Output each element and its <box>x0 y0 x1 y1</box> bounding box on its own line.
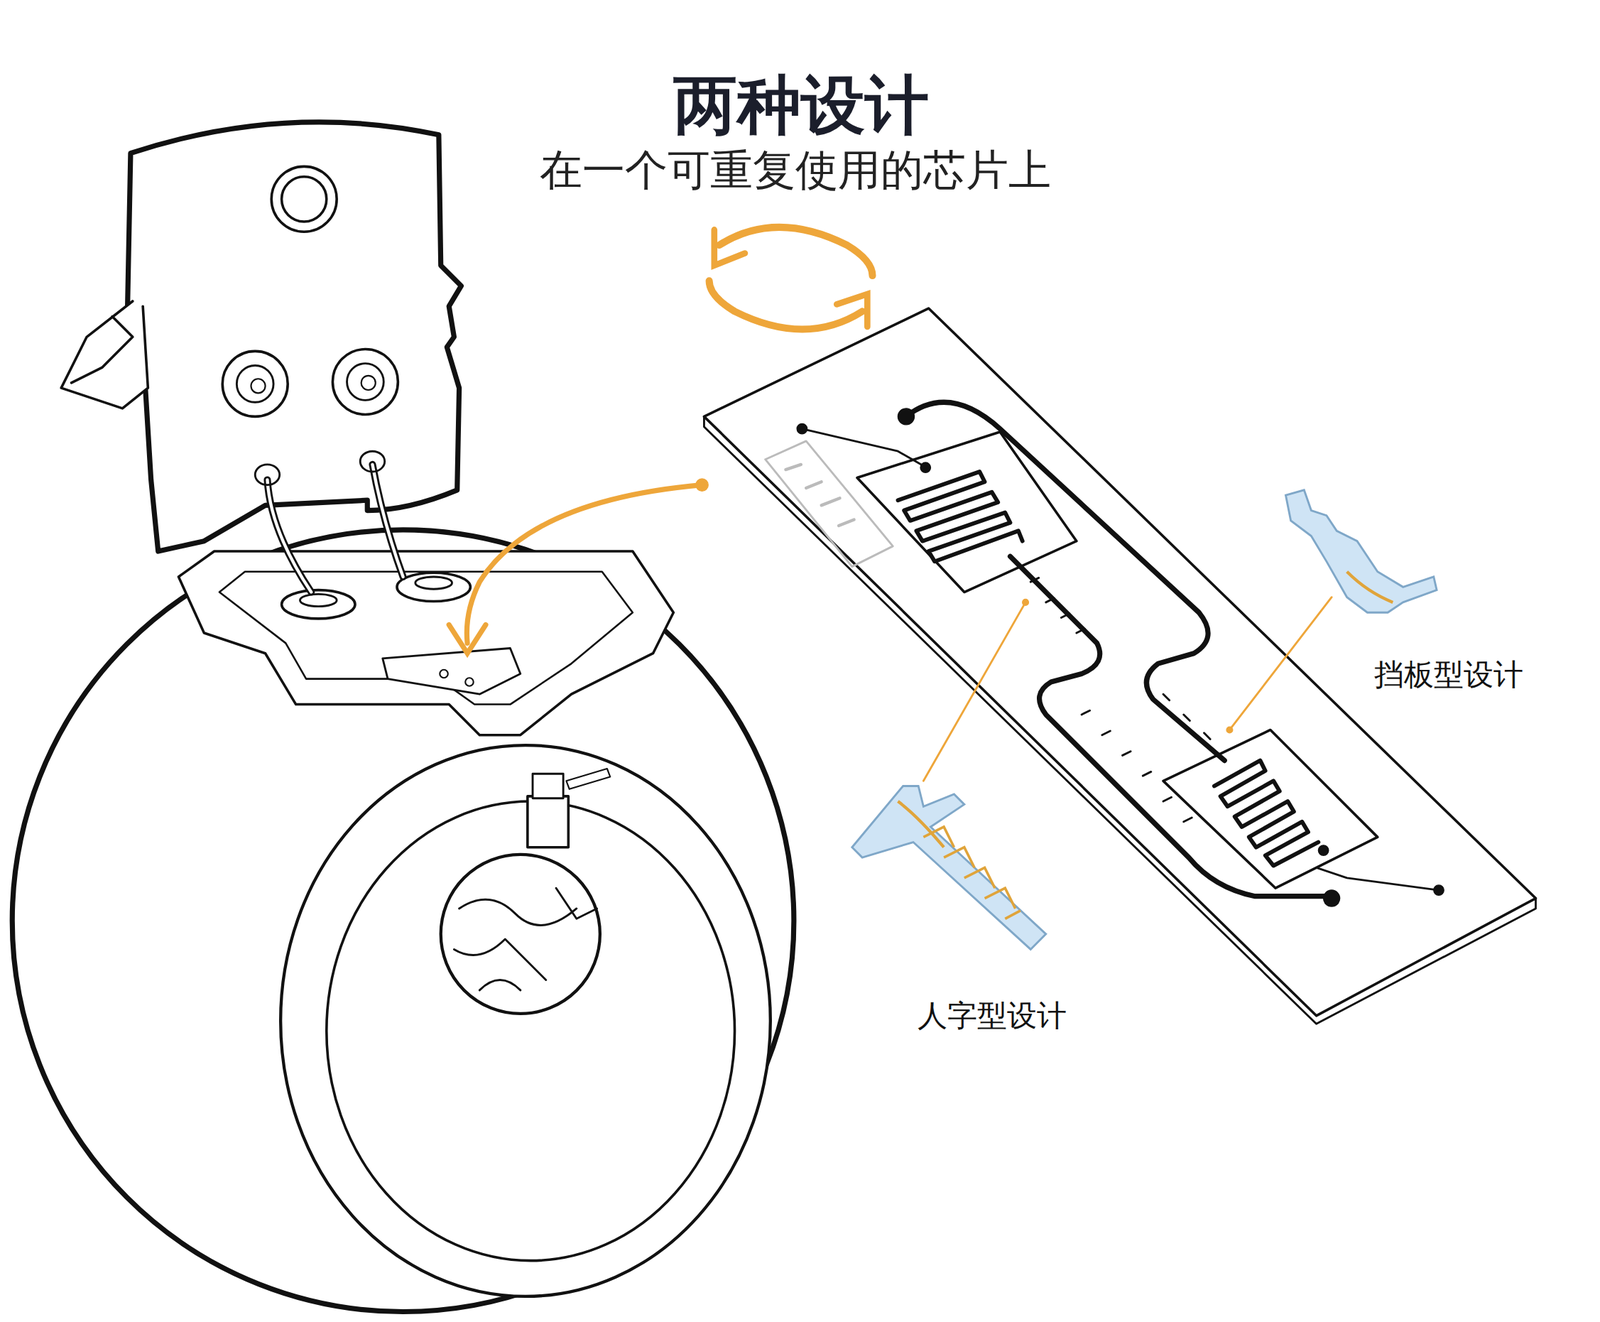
chip-tray <box>178 551 674 736</box>
inner-ball <box>441 854 601 1014</box>
sphere-window <box>326 801 736 1261</box>
diagram-title: 两种设计 <box>673 62 929 150</box>
head-lens <box>271 166 337 232</box>
chip-plate <box>703 308 1536 1016</box>
head-knob <box>332 349 398 415</box>
chip-tray-inner <box>219 571 633 705</box>
leader-line <box>923 602 1026 781</box>
head-clip <box>61 301 148 409</box>
design-label: 人字型设计 <box>914 995 1070 1036</box>
ball-valve <box>527 796 569 848</box>
tube <box>372 464 403 577</box>
head-knob <box>222 350 288 417</box>
ball-valve-cap <box>532 773 564 798</box>
chip-engraving <box>765 441 894 567</box>
mixer-box <box>857 431 1077 593</box>
channel <box>1316 867 1439 890</box>
serpentine <box>897 471 1022 562</box>
subtitle: 在一个可重复使用的芯片上 <box>539 142 1052 200</box>
channel <box>801 428 927 468</box>
baffle-inset <box>1285 490 1437 613</box>
herringbone-inset <box>852 786 1047 950</box>
channel <box>1009 556 1326 896</box>
channel <box>906 401 1225 760</box>
insert-arrow <box>466 485 702 644</box>
design-label: 挡板型设计 <box>1371 654 1527 695</box>
ball-valve-tab <box>566 768 611 789</box>
channel-texture <box>1030 577 1211 821</box>
inner-ball-detail <box>453 887 597 990</box>
inlet <box>897 408 914 425</box>
robot-sphere <box>12 529 794 1312</box>
port-ring <box>281 590 356 619</box>
chip-slot <box>382 648 521 695</box>
tube <box>267 479 312 592</box>
sphere-window-ring <box>280 744 771 1297</box>
herringbone <box>1214 760 1319 866</box>
robot-head <box>127 122 462 552</box>
outlet <box>1323 889 1341 907</box>
port-ring <box>396 572 471 601</box>
leader-line <box>1229 597 1332 731</box>
